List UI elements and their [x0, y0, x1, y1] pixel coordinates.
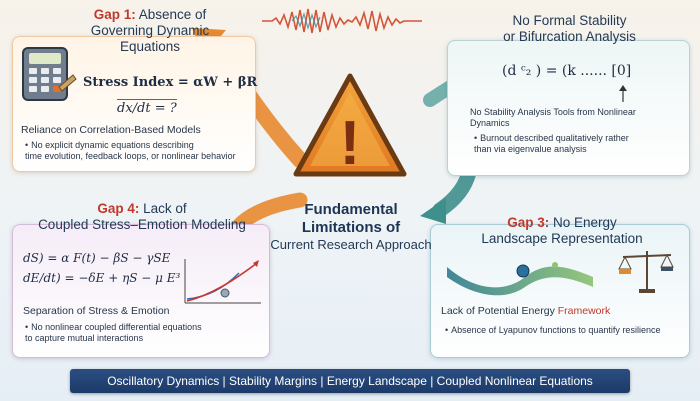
- calculator-icon: [22, 47, 77, 101]
- gap1-title: Gap 1: Absence of Governing Dynamic Equa…: [90, 7, 210, 54]
- balance-scale-icon: [618, 251, 674, 293]
- gap4-title: Gap 4: Lack of Coupled Stress–Emotion Mo…: [38, 201, 246, 232]
- energy-landscape-graphic: [447, 262, 593, 296]
- gap2-matrix-equation: (d ᶜ₂ ) = (k ...... [0]: [502, 63, 632, 79]
- gap4-equation-stress: dS) = α F(t) − βS − γSE: [23, 251, 171, 265]
- waveform-graphic: [262, 8, 422, 34]
- gap1-panel: Gap 1: Absence of Governing Dynamic Equa…: [12, 7, 258, 172]
- gap3-point: Lack of Potential Energy Framework: [441, 305, 611, 317]
- gap1-equation-derivative: dx/dt = ?: [117, 99, 177, 116]
- gap4-panel: Gap 4: Lack of Coupled Stress–Emotion Mo…: [12, 201, 270, 358]
- gap3-panel: Gap 3: No Energy Landscape Representatio…: [430, 215, 690, 358]
- center-subtitle: Current Research Approach: [270, 237, 432, 252]
- gap4-bullet: No nonlinear coupled differential equati…: [25, 322, 202, 344]
- gap2-point: No Stability Analysis Tools from Nonline…: [470, 107, 636, 128]
- bottom-banner: Oscillatory Dynamics | Stability Margins…: [70, 369, 630, 393]
- gap1-point: Reliance on Correlation-Based Models: [21, 124, 201, 136]
- coupled-dynamics-plot: [184, 259, 261, 304]
- gap1-equation-stress-index: Stress Index = αW + βR: [83, 75, 258, 90]
- gap4-point: Separation of Stress & Emotion: [23, 305, 170, 317]
- center-title: Fundamental Limitations of: [301, 201, 401, 236]
- gap2-panel: No Formal Stability or Bifurcation Analy…: [447, 13, 690, 176]
- gap4-equation-emotion: dE/dt) = −δE + ηS − μ E³: [23, 271, 181, 285]
- gap2-title: No Formal Stability or Bifurcation Analy…: [503, 13, 636, 44]
- gap2-bullet: Burnout described qualitatively rather t…: [474, 133, 629, 155]
- arrow-up-icon: [619, 85, 627, 102]
- gap1-bullet: No explicit dynamic equations describing…: [25, 140, 236, 162]
- warning-icon: !: [293, 73, 407, 178]
- gap3-title: Gap 3: No Energy Landscape Representatio…: [481, 215, 643, 246]
- gap3-bullet: Absence of Lyapunov functions to quantif…: [445, 325, 660, 336]
- warning-symbol: !: [340, 109, 361, 178]
